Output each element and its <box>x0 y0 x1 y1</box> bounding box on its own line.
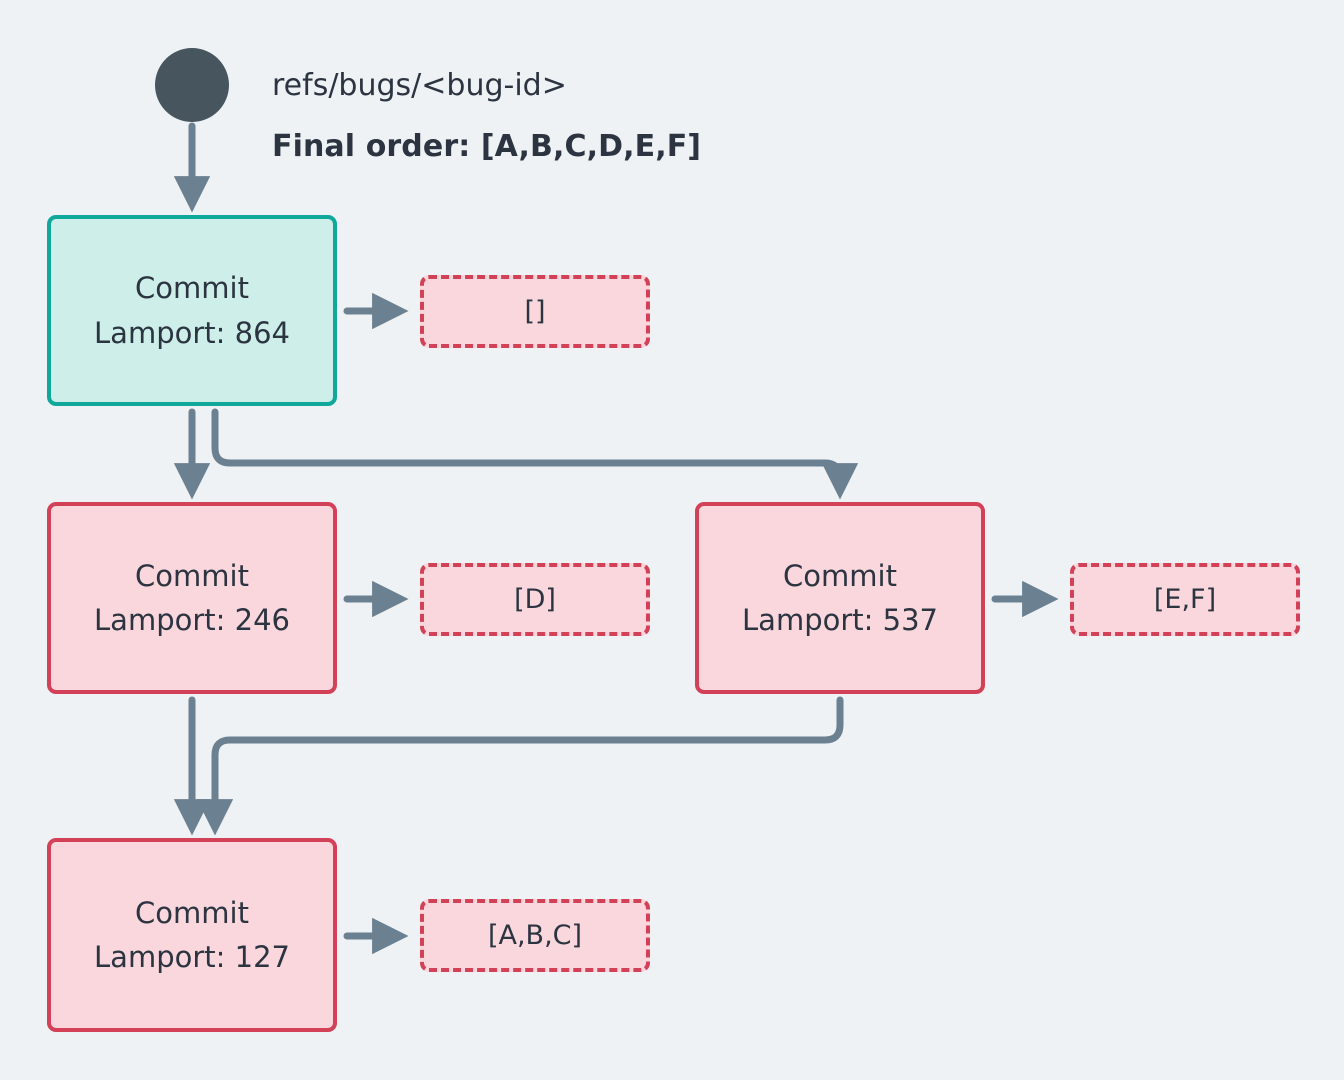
chip-864-ops: [] <box>420 275 650 348</box>
node-commit-246[interactable]: Commit Lamport: 246 <box>47 502 337 694</box>
node-commit-127[interactable]: Commit Lamport: 127 <box>47 838 337 1032</box>
edge-537-to-127 <box>196 696 844 836</box>
node-127-title: Commit <box>135 895 249 930</box>
chip-537-ops: [E,F] <box>1070 563 1300 636</box>
chip-246-ops: [D] <box>420 563 650 636</box>
node-commit-864[interactable]: Commit Lamport: 864 <box>47 215 337 406</box>
chip-127-ops: [A,B,C] <box>420 899 650 972</box>
node-246-lamport: Lamport: 246 <box>94 603 290 637</box>
node-246-title: Commit <box>135 558 249 593</box>
node-537-title: Commit <box>783 558 897 593</box>
edge-864-to-537 <box>211 408 859 500</box>
node-864-lamport: Lamport: 864 <box>94 315 290 350</box>
ref-label: refs/bugs/<bug-id> <box>272 68 567 103</box>
node-864-title: Commit <box>135 271 249 306</box>
root-ref-dot <box>155 48 229 122</box>
node-127-lamport: Lamport: 127 <box>94 940 290 974</box>
final-order-label: Final order: [A,B,C,D,E,F] <box>272 129 702 164</box>
node-537-lamport: Lamport: 537 <box>742 603 938 637</box>
node-commit-537[interactable]: Commit Lamport: 537 <box>695 502 985 694</box>
